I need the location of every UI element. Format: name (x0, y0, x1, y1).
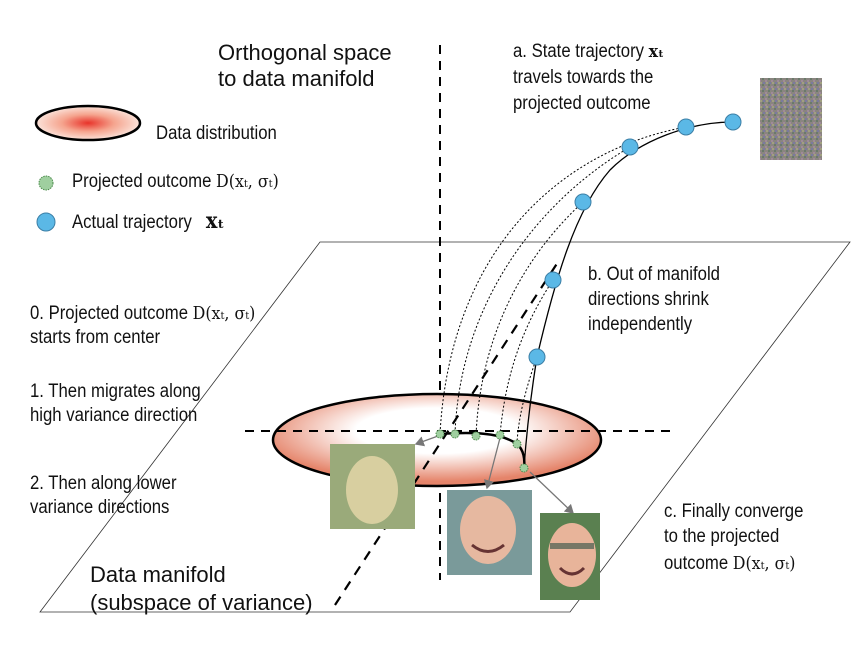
orthogonal-title-1: Orthogonal space (218, 40, 392, 65)
annot-c-l1: c. Finally converge (664, 501, 804, 522)
annot-b-l1: b. Out of manifold (588, 264, 720, 285)
legend-distribution: Data distribution (156, 123, 277, 144)
legend-actual: Actual trajectory xₜ (72, 208, 225, 234)
orthogonal-title-2: to data manifold (218, 66, 375, 91)
legend-distribution-icon (34, 104, 142, 142)
annot-a-l1: a. State trajectory xₜ (513, 41, 665, 62)
annot-b-l2: directions shrink (588, 289, 709, 310)
trajectory-point (544, 271, 562, 289)
face-image-mid (447, 490, 532, 575)
step1-l2: high variance direction (30, 405, 198, 426)
trajectory-point (528, 348, 546, 366)
step1-l1: 1. Then migrates along (30, 381, 201, 402)
arrows (414, 435, 574, 514)
manifold-title-1: Data manifold (90, 562, 226, 587)
trajectory-point (724, 113, 742, 131)
annot-c-l2: to the projected (664, 526, 780, 547)
annot-a-l3: projected outcome (513, 93, 651, 114)
step0: 0. Projected outcome D(xₜ, σₜ) (30, 303, 256, 324)
step2-l1: 2. Then along lower (30, 473, 177, 494)
trajectory-point (621, 138, 639, 156)
manifold-title-2: (subspace of variance) (90, 590, 313, 615)
trajectory-curve (523, 121, 734, 469)
step0-l2: starts from center (30, 327, 161, 348)
face-image-blurry (330, 444, 415, 529)
legend-projected: Projected outcome D(xₜ, σₜ) (72, 171, 279, 192)
annot-c-l3: outcome D(xₜ, σₜ) (664, 553, 796, 574)
face-image-final (540, 513, 600, 600)
legend-trajectory-icon (36, 212, 56, 232)
trajectory-point (677, 118, 695, 136)
trajectory-points (528, 113, 742, 366)
noise-image (760, 78, 822, 160)
annot-a-l2: travels towards the (513, 67, 654, 88)
projected-points (435, 429, 529, 473)
annot-b-l3: independently (588, 314, 693, 335)
trajectory-point (574, 193, 592, 211)
manifold-plane (39, 241, 851, 613)
step2-l2: variance directions (30, 497, 170, 518)
data-distribution-ellipse (271, 392, 603, 488)
legend-projected-icon (38, 175, 54, 191)
